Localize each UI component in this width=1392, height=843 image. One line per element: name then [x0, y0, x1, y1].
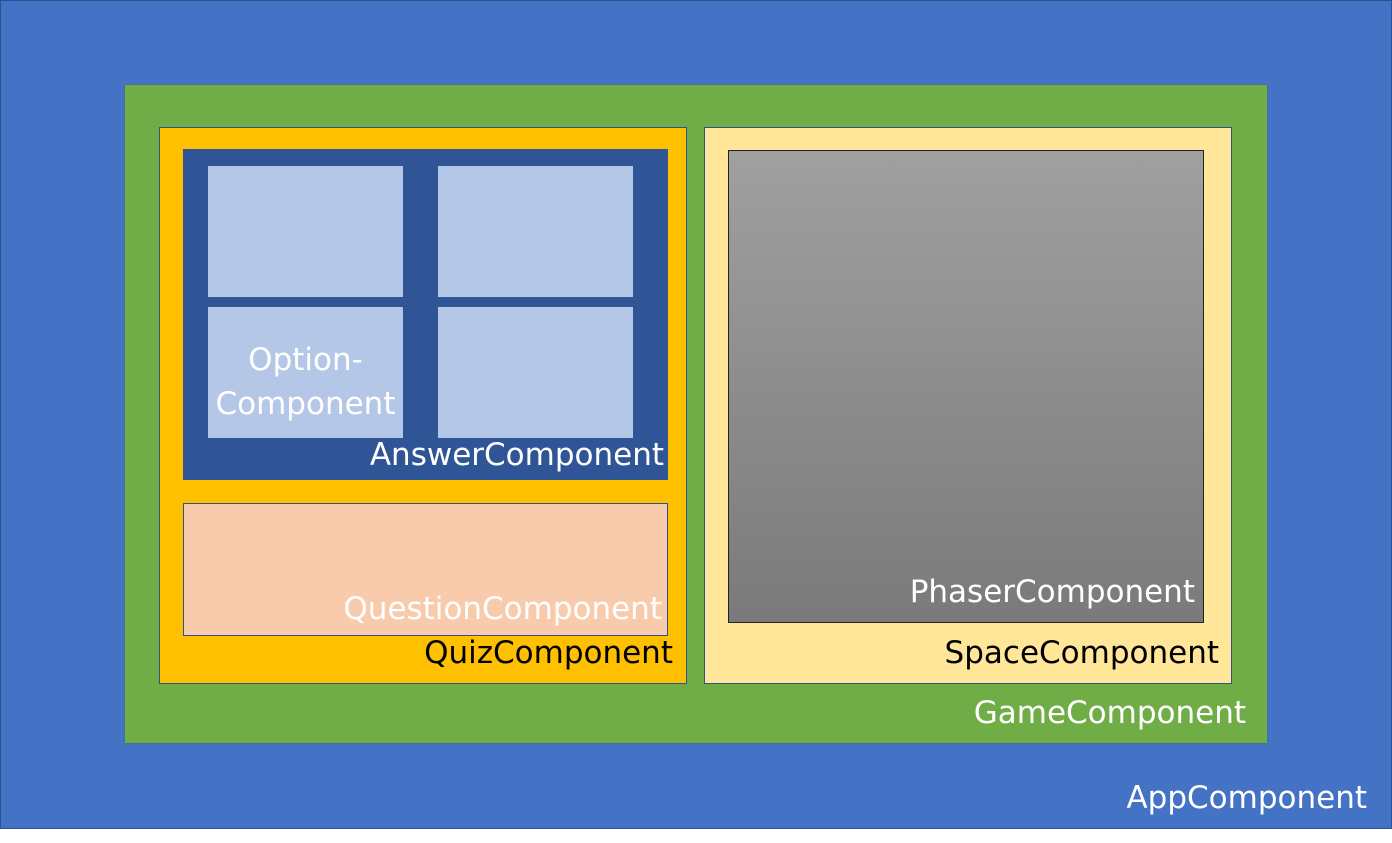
answer-component-label: AnswerComponent	[369, 437, 664, 473]
app-component-label: AppComponent	[1126, 780, 1367, 816]
option-component-box	[438, 166, 633, 297]
question-component-label: QuestionComponent	[343, 591, 662, 627]
phaser-component-label: PhaserComponent	[909, 574, 1195, 610]
option-component-box	[208, 307, 403, 438]
option-label-line-2: Component	[215, 386, 396, 422]
option-component-box	[208, 166, 403, 297]
quiz-component-label: QuizComponent	[424, 635, 673, 671]
game-component-label: GameComponent	[973, 695, 1246, 731]
space-component-label: SpaceComponent	[944, 635, 1219, 671]
option-label-line-1: Option-	[248, 342, 363, 378]
phaser-component-box	[728, 150, 1204, 623]
option-component-label: Option- Component	[208, 338, 403, 426]
option-component-box	[438, 307, 633, 438]
question-component-box	[183, 503, 668, 636]
